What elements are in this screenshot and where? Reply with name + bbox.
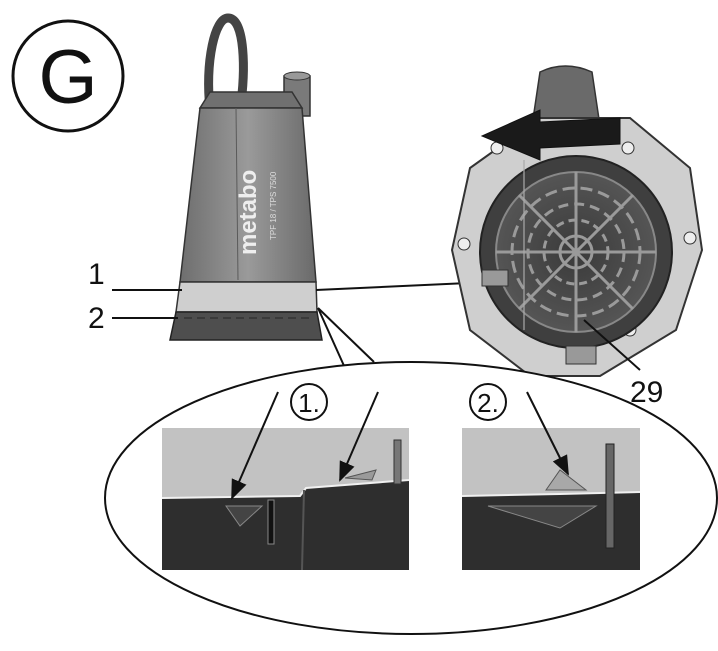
step-2-badge: 2.	[469, 383, 507, 421]
step-1-badge: 1.	[290, 383, 328, 421]
pump-handle	[198, 91, 304, 109]
screw-icon	[621, 141, 635, 155]
screw-icon	[683, 231, 697, 245]
callout-29: 29	[583, 319, 663, 409]
rotate-left-arrow-icon	[480, 109, 621, 161]
callout-1: 1	[88, 258, 182, 291]
screw-icon	[457, 237, 471, 251]
callout-2: 2	[88, 302, 178, 335]
step-2-label: 2.	[477, 388, 499, 418]
pointer-arrow	[231, 391, 279, 500]
figure-letter: G	[38, 35, 97, 120]
pointer-arrow	[339, 391, 379, 482]
pointer-arrow	[526, 391, 569, 476]
detail-photo-2	[461, 428, 641, 570]
step-1-label: 1.	[298, 388, 320, 418]
callout-2-label: 2	[88, 302, 105, 335]
detail-photo-1	[161, 428, 410, 571]
pump-model: TPF 18 / TPS 7500	[269, 171, 278, 240]
pump-base	[169, 311, 323, 341]
pump-cable	[204, 13, 248, 111]
pump-ring	[175, 281, 318, 313]
figure-letter-badge: G	[11, 19, 125, 133]
pump-brand: metabo	[235, 170, 262, 255]
filter-view	[450, 65, 704, 377]
callout-1-label: 1	[88, 258, 105, 291]
callout-29-label: 29	[630, 376, 663, 409]
filter-grid	[496, 172, 656, 332]
pump-illustration: metabo TPF 18 / TPS 7500	[169, 13, 323, 341]
